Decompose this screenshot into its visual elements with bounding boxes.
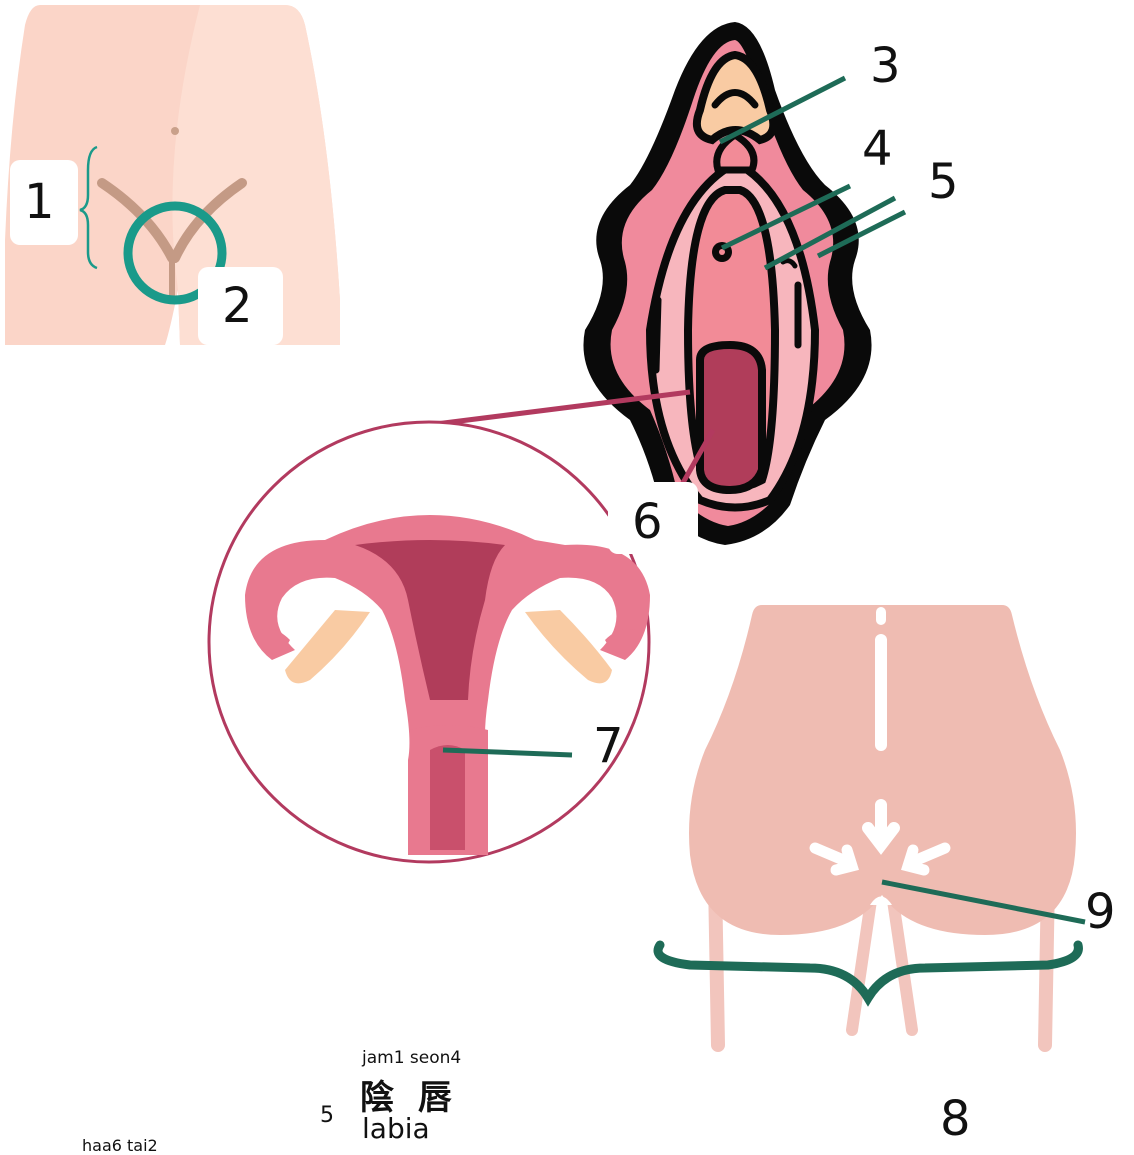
vulva-illustration bbox=[583, 22, 871, 545]
label-3: 3 bbox=[870, 42, 901, 90]
label-8: 8 bbox=[940, 1095, 971, 1143]
label-1: 1 bbox=[24, 178, 55, 226]
caption-number: 5 bbox=[320, 1103, 334, 1128]
partial-caption: haa6 tai2 bbox=[82, 1136, 158, 1155]
label-4: 4 bbox=[862, 125, 893, 173]
label-6: 6 bbox=[632, 498, 663, 546]
back-view-illustration bbox=[658, 605, 1078, 1045]
caption-jyutping: jam1 seon4 bbox=[362, 1048, 461, 1068]
vaginal-opening bbox=[700, 345, 762, 490]
label-9: 9 bbox=[1085, 888, 1116, 936]
label-7: 7 bbox=[593, 722, 624, 770]
label-5: 5 bbox=[928, 158, 959, 206]
caption-english: labia bbox=[362, 1112, 430, 1145]
label-2: 2 bbox=[222, 282, 253, 330]
navel bbox=[171, 127, 179, 135]
uterus-illustration bbox=[209, 392, 690, 862]
